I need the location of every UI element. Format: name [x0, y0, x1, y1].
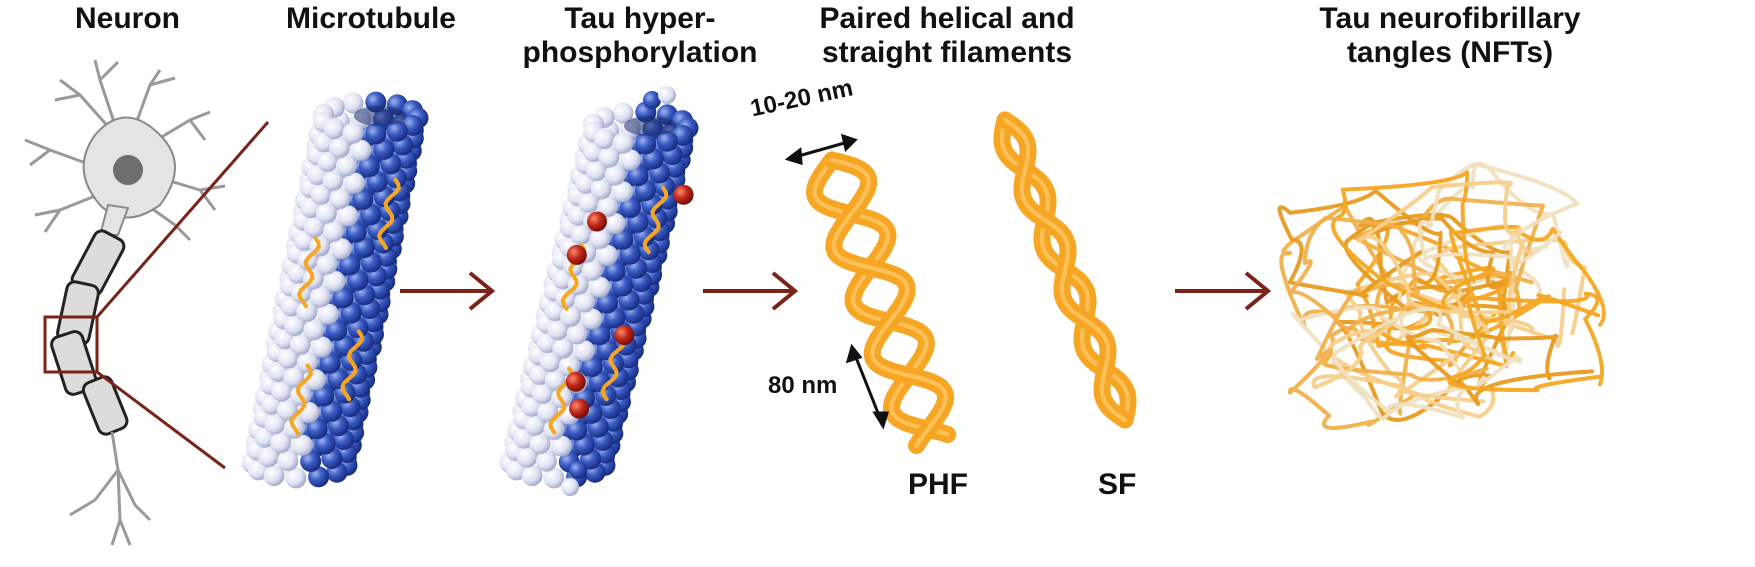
period-dimension-arrow: [845, 343, 890, 430]
title-nft-line2: tangles (NFTs): [1346, 36, 1554, 69]
process-arrow-2: [703, 271, 799, 311]
title-tau-line1: Tau hyper-: [564, 2, 716, 35]
title-tau-hyperphosphorylation: Tau hyper- phosphorylation: [520, 2, 760, 70]
microtubule-illustration: [241, 91, 429, 489]
sf-label: SF: [1098, 468, 1137, 501]
process-arrow-1: [400, 271, 496, 311]
width-dimension-arrow: [784, 133, 858, 166]
nft-tangle: [1277, 161, 1606, 430]
title-nft-line1: Tau neurofibrillary: [1319, 2, 1581, 35]
title-filaments: Paired helical and straight filaments: [812, 2, 1082, 70]
title-nft: Tau neurofibrillary tangles (NFTs): [1300, 2, 1600, 70]
phf-filament: [805, 151, 956, 454]
title-filaments-line1: Paired helical and: [819, 2, 1075, 35]
neuron-illustration: [24, 59, 270, 546]
title-neuron: Neuron: [75, 2, 180, 35]
period-label: 80 nm: [768, 372, 838, 399]
title-microtubule: Microtubule: [286, 2, 456, 35]
title-tau-line2: phosphorylation: [522, 36, 758, 69]
title-filaments-line2: straight filaments: [821, 36, 1073, 69]
sf-filament: [993, 111, 1137, 429]
zoom-box: [43, 315, 99, 374]
phf-label: PHF: [908, 468, 968, 501]
process-arrow-3: [1175, 271, 1272, 311]
hyperphosphorylated-microtubule-illustration: [499, 86, 699, 496]
